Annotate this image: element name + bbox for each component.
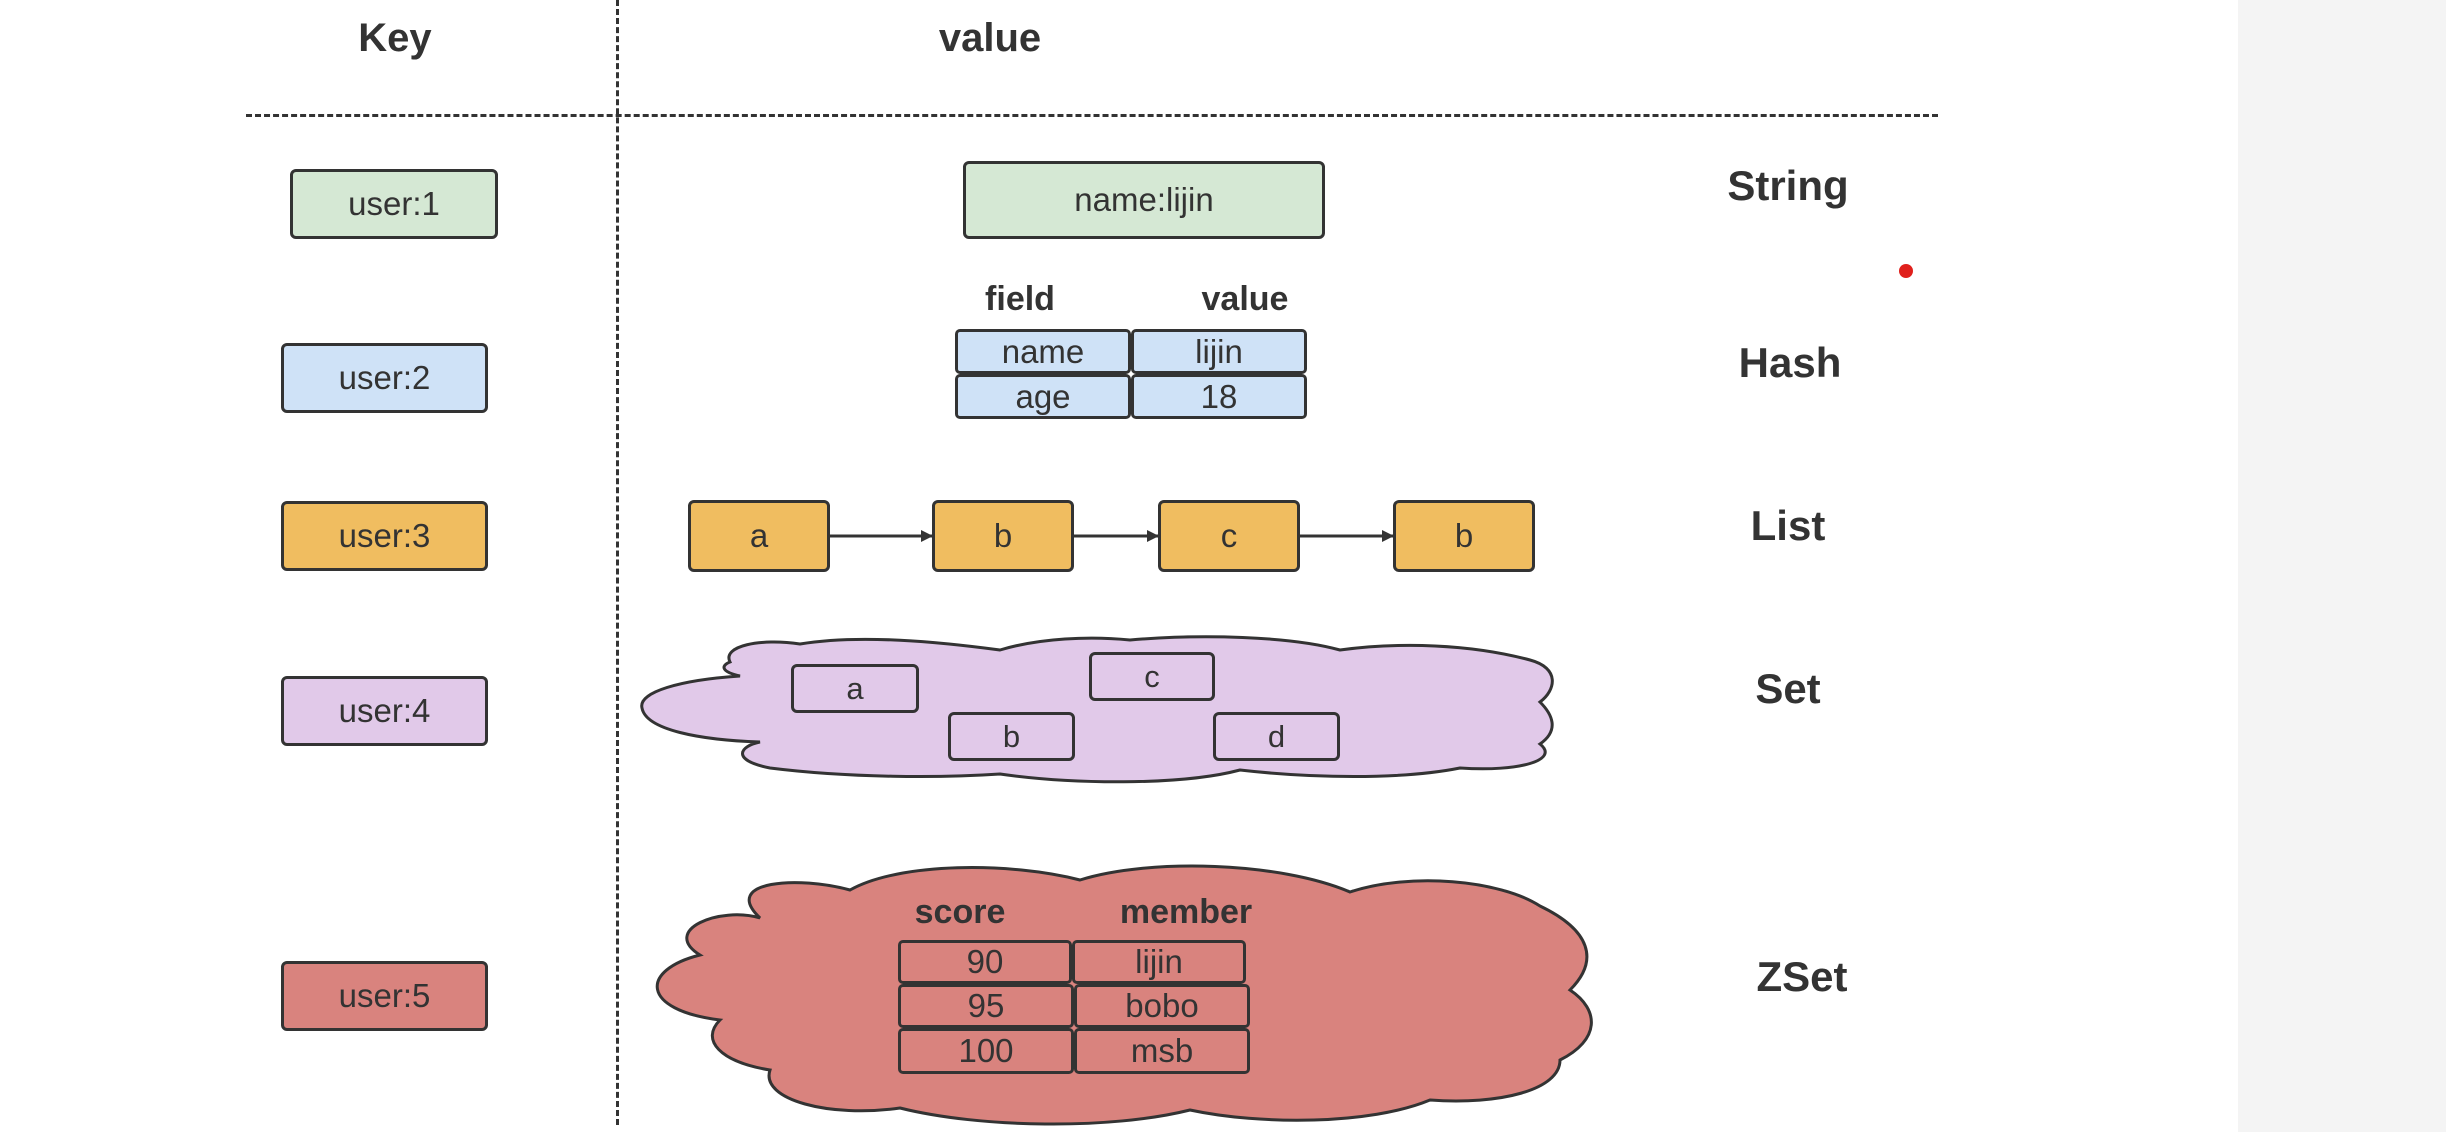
hash-field-header: field bbox=[985, 280, 1055, 318]
value-column-header: value bbox=[938, 16, 1042, 60]
key-user-1: user:1 bbox=[290, 169, 498, 239]
zset-score-cell: 90 bbox=[898, 940, 1072, 984]
set-member: b bbox=[948, 712, 1075, 761]
zset-member-header: member bbox=[1119, 893, 1253, 931]
key-column-header: Key bbox=[358, 16, 432, 60]
zset-score-header: score bbox=[914, 893, 1006, 931]
list-item: b bbox=[1393, 500, 1535, 572]
column-divider bbox=[616, 0, 619, 1125]
side-panel-background bbox=[2238, 0, 2446, 1132]
list-item: b bbox=[932, 500, 1074, 572]
zset-member-cell: bobo bbox=[1074, 984, 1250, 1028]
list-item: a bbox=[688, 500, 830, 572]
type-label-zset: ZSet bbox=[1756, 953, 1848, 1000]
type-label-hash: Hash bbox=[1738, 339, 1842, 386]
type-label-set: Set bbox=[1755, 665, 1821, 712]
zset-member-cell: lijin bbox=[1072, 940, 1246, 984]
set-member: a bbox=[791, 664, 919, 713]
key-user-2: user:2 bbox=[281, 343, 488, 413]
zset-member-cell: msb bbox=[1074, 1028, 1250, 1074]
set-member: c bbox=[1089, 652, 1215, 701]
string-value: name:lijin bbox=[963, 161, 1325, 239]
hash-value-cell: 18 bbox=[1131, 374, 1307, 419]
pointer-marker bbox=[1899, 264, 1913, 278]
type-label-list: List bbox=[1750, 502, 1826, 549]
zset-score-cell: 100 bbox=[898, 1028, 1074, 1074]
type-label-string: String bbox=[1727, 162, 1849, 209]
hash-value-cell: lijin bbox=[1131, 329, 1307, 374]
key-user-3: user:3 bbox=[281, 501, 488, 571]
list-item: c bbox=[1158, 500, 1300, 572]
hash-value-header: value bbox=[1201, 280, 1289, 318]
set-member: d bbox=[1213, 712, 1340, 761]
key-user-5: user:5 bbox=[281, 961, 488, 1031]
hash-field-cell: age bbox=[955, 374, 1131, 419]
zset-score-cell: 95 bbox=[898, 984, 1074, 1028]
hash-field-cell: name bbox=[955, 329, 1131, 374]
key-user-4: user:4 bbox=[281, 676, 488, 746]
header-divider bbox=[246, 114, 1938, 117]
